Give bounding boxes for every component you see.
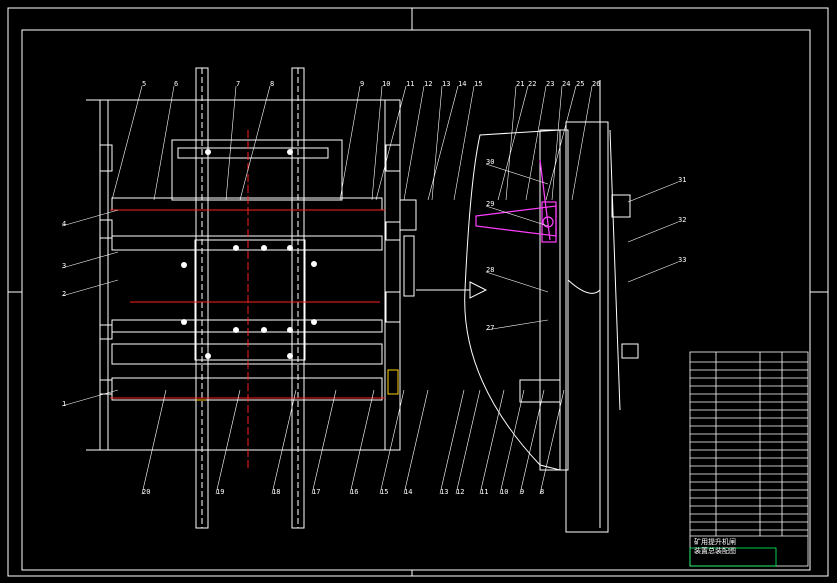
callout-right-32: 32 <box>678 216 686 224</box>
callout-bottom-8: 8 <box>540 488 544 496</box>
leader-line <box>153 85 175 201</box>
leader-line <box>61 251 119 269</box>
leader-line <box>571 85 593 201</box>
leader-line <box>339 85 361 201</box>
callout-left-1: 1 <box>62 400 66 408</box>
leader-line <box>371 85 383 201</box>
callout-top-13: 13 <box>442 80 450 88</box>
callout-left-4: 4 <box>62 220 66 228</box>
leader-line <box>505 85 517 201</box>
callout-top-12: 12 <box>424 80 432 88</box>
leader-line <box>485 319 549 331</box>
leader-line <box>431 85 443 201</box>
title-block <box>689 351 809 567</box>
leader-line <box>519 389 545 495</box>
callout-top-25: 25 <box>576 80 584 88</box>
leader-line <box>61 279 119 297</box>
leader-line <box>403 389 429 495</box>
yellow-details <box>196 369 399 401</box>
leader-line <box>497 85 529 201</box>
callout-right-33: 33 <box>678 256 686 264</box>
callout-top-8: 8 <box>270 80 274 88</box>
leader-line <box>61 389 119 407</box>
leader-line <box>485 163 549 185</box>
leader-line <box>485 205 549 227</box>
leader-line <box>455 389 481 495</box>
leader-line <box>627 261 679 283</box>
callout-top-10: 10 <box>382 80 390 88</box>
leader-line <box>61 209 119 227</box>
leader-line <box>111 85 143 201</box>
leader-line <box>379 389 405 495</box>
callout-bottom-20: 20 <box>142 488 150 496</box>
leader-line <box>271 389 297 495</box>
callout-top-15: 15 <box>474 80 482 88</box>
leader-line <box>239 85 271 201</box>
leader-line <box>349 389 375 495</box>
leader-line <box>141 389 167 495</box>
leader-line <box>485 271 549 293</box>
callout-bottom-13: 13 <box>440 488 448 496</box>
callout-bottom-11: 11 <box>480 488 488 496</box>
callout-right-30: 30 <box>486 158 494 166</box>
leader-line <box>403 85 425 201</box>
drum-assembly <box>464 80 639 533</box>
callout-right-28: 28 <box>486 266 494 274</box>
bolt-array <box>181 149 317 359</box>
callout-top-23: 23 <box>546 80 554 88</box>
callout-bottom-18: 18 <box>272 488 280 496</box>
red-center-lines <box>110 130 385 470</box>
callout-right-29: 29 <box>486 200 494 208</box>
callout-right-31: 31 <box>678 176 686 184</box>
leader-line <box>439 389 465 495</box>
leader-line <box>225 85 237 201</box>
leader-line <box>545 85 577 201</box>
callout-bottom-16: 16 <box>350 488 358 496</box>
callout-top-21: 21 <box>516 80 524 88</box>
leader-line <box>375 85 407 201</box>
leader-line <box>479 389 505 495</box>
leader-line <box>311 389 337 495</box>
callout-top-22: 22 <box>528 80 536 88</box>
callout-left-3: 3 <box>62 262 66 270</box>
main-assembly <box>86 67 488 529</box>
callout-bottom-17: 17 <box>312 488 320 496</box>
callout-top-14: 14 <box>458 80 466 88</box>
callout-bottom-19: 19 <box>216 488 224 496</box>
leader-line <box>427 85 459 201</box>
callout-top-6: 6 <box>174 80 178 88</box>
leader-line <box>453 85 475 201</box>
callout-left-2: 2 <box>62 290 66 298</box>
callout-bottom-14: 14 <box>404 488 412 496</box>
title-line-2: 装置总装配图 <box>694 546 736 555</box>
callout-top-11: 11 <box>406 80 414 88</box>
callout-bottom-10: 10 <box>500 488 508 496</box>
leader-line <box>525 85 547 201</box>
callout-bottom-12: 12 <box>456 488 464 496</box>
callout-top-26: 26 <box>592 80 600 88</box>
callout-bottom-9: 9 <box>520 488 524 496</box>
callout-bottom-15: 15 <box>380 488 388 496</box>
callout-top-7: 7 <box>236 80 240 88</box>
leader-line <box>551 85 563 201</box>
title-line-1: 矿用提升机闸 <box>694 537 736 546</box>
leader-line <box>539 389 565 495</box>
callout-top-5: 5 <box>142 80 146 88</box>
leader-line <box>499 389 525 495</box>
magenta-lever <box>475 159 557 243</box>
callout-top-24: 24 <box>562 80 570 88</box>
callout-top-9: 9 <box>360 80 364 88</box>
leader-line <box>627 221 679 243</box>
leader-line <box>627 181 679 203</box>
leader-line <box>215 389 241 495</box>
sheet-frame <box>7 7 829 577</box>
callout-right-27: 27 <box>486 324 494 332</box>
